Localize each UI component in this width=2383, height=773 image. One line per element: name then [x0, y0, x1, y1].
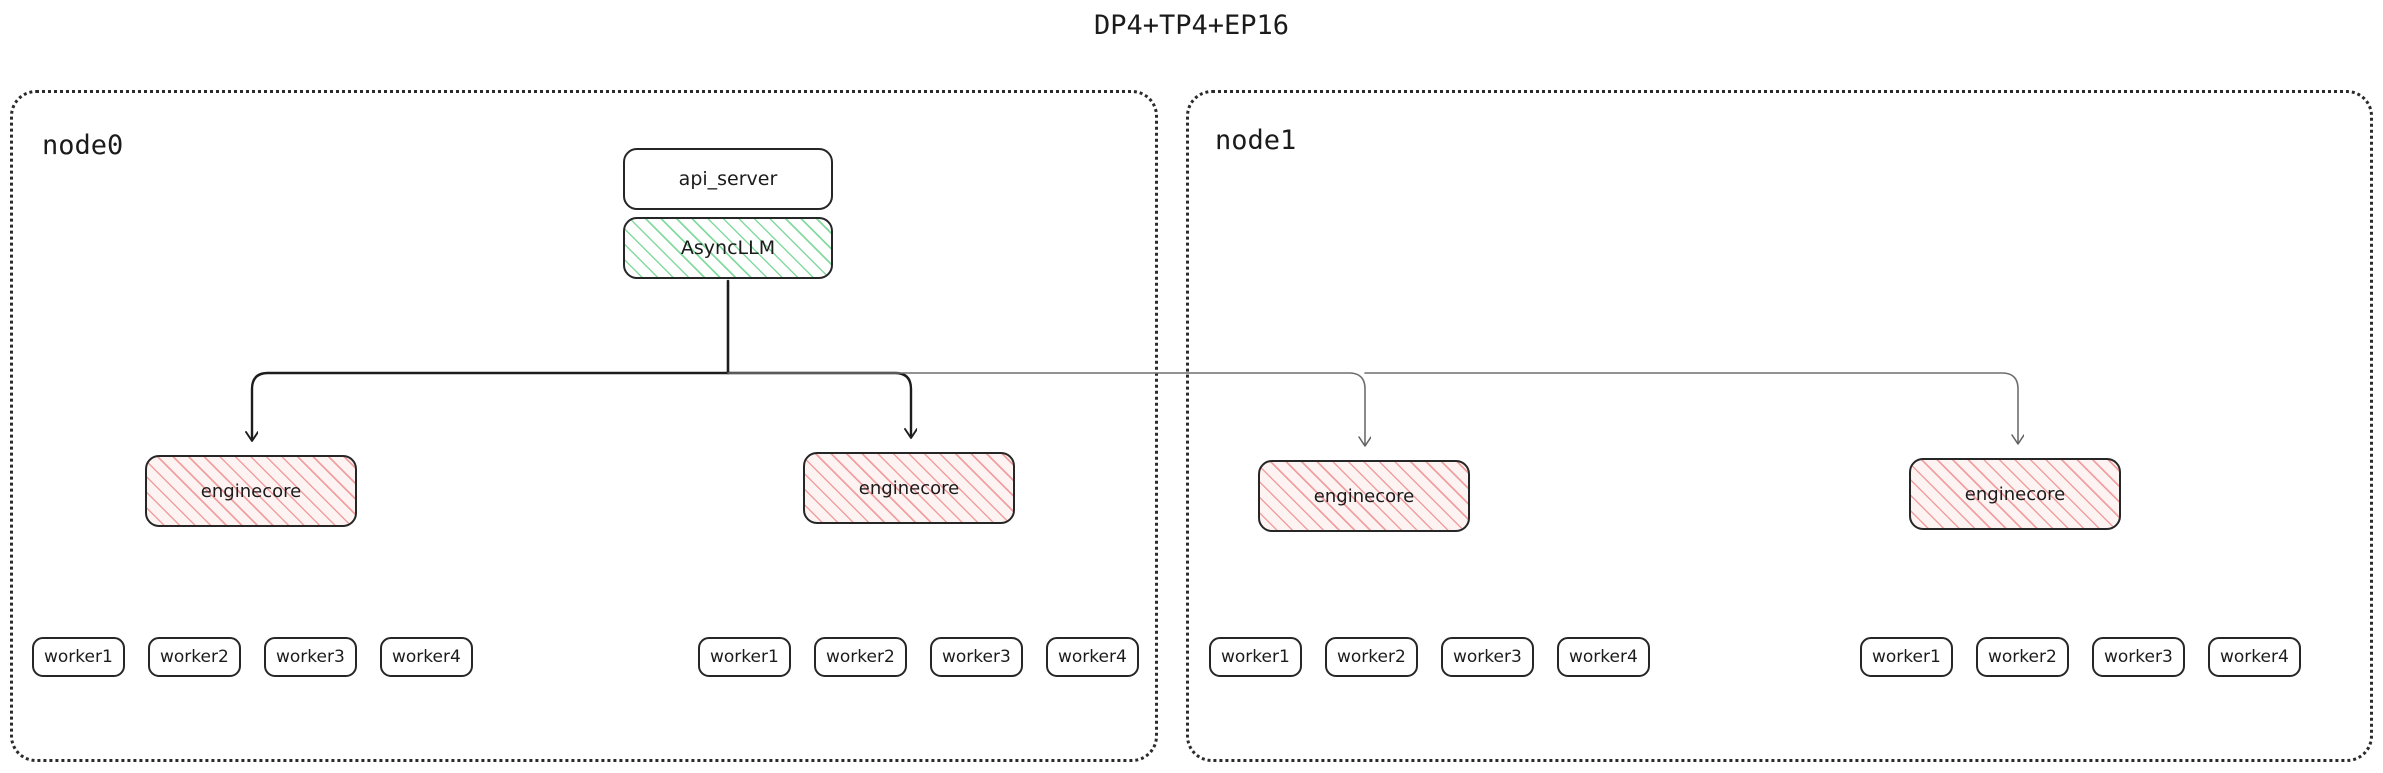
worker-box[interactable]: worker4 [1557, 637, 1650, 677]
worker-box[interactable]: worker2 [1325, 637, 1418, 677]
worker-box[interactable]: worker3 [2092, 637, 2185, 677]
enginecore-box[interactable]: enginecore [145, 455, 357, 527]
worker-box[interactable]: worker2 [814, 637, 907, 677]
worker-box[interactable]: worker4 [380, 637, 473, 677]
worker-box[interactable]: worker1 [1209, 637, 1302, 677]
enginecore-box[interactable]: enginecore [1909, 458, 2121, 530]
worker-box[interactable]: worker4 [2208, 637, 2301, 677]
worker-box[interactable]: worker3 [930, 637, 1023, 677]
api-server-box[interactable]: api_server [623, 148, 833, 210]
worker-box[interactable]: worker1 [1860, 637, 1953, 677]
node-label-node0: node0 [42, 130, 124, 161]
worker-box[interactable]: worker4 [1046, 637, 1139, 677]
enginecore-box[interactable]: enginecore [1258, 460, 1470, 532]
page-title: DP4+TP4+EP16 [1093, 10, 1290, 41]
asyncllm-box[interactable]: AsyncLLM [623, 217, 833, 279]
worker-box[interactable]: worker2 [1976, 637, 2069, 677]
worker-box[interactable]: worker3 [1441, 637, 1534, 677]
node-label-node1: node1 [1215, 125, 1297, 156]
worker-box[interactable]: worker1 [32, 637, 125, 677]
worker-box[interactable]: worker1 [698, 637, 791, 677]
enginecore-box[interactable]: enginecore [803, 452, 1015, 524]
worker-box[interactable]: worker3 [264, 637, 357, 677]
worker-box[interactable]: worker2 [148, 637, 241, 677]
